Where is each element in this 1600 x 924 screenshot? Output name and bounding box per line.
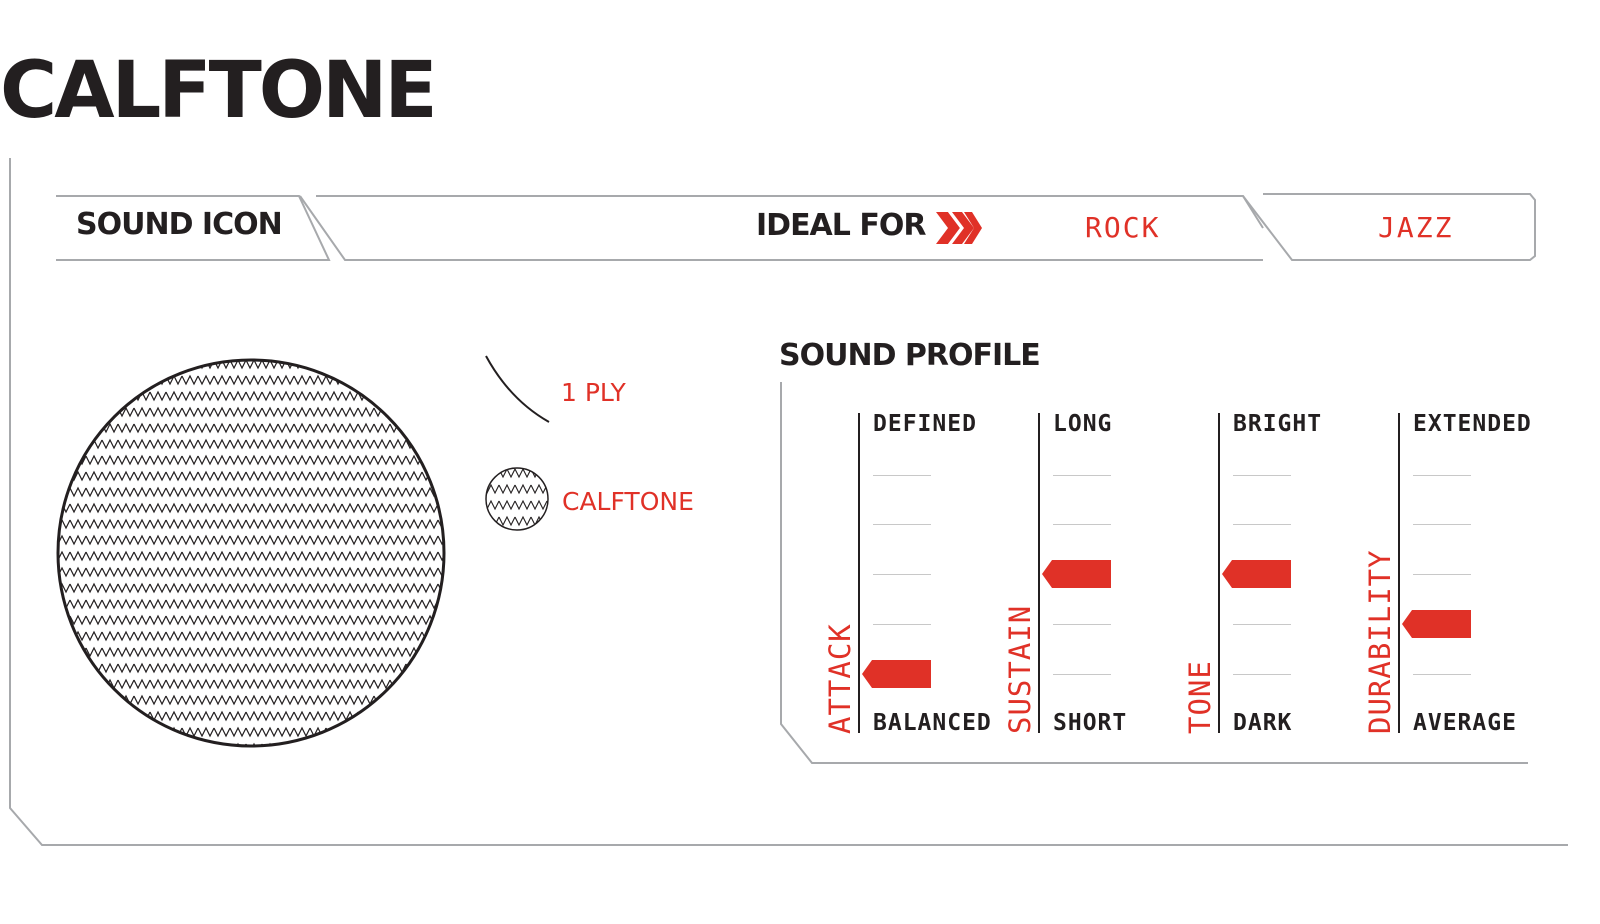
sustain-metric-label: SUSTAIN bbox=[1003, 604, 1037, 734]
durability-scale-tick bbox=[1413, 674, 1471, 675]
tone-axis-line bbox=[1218, 413, 1220, 733]
small-drumhead-icon bbox=[485, 467, 549, 531]
durability-level-indicator bbox=[1402, 610, 1471, 638]
durability-scale-tick bbox=[1413, 574, 1471, 575]
tone-scale-tick bbox=[1233, 674, 1291, 675]
sustain-scale-tick bbox=[1053, 674, 1111, 675]
durability-bottom-label: AVERAGE bbox=[1413, 710, 1517, 736]
attack-metric-label: ATTACK bbox=[823, 623, 857, 734]
sound-profile-heading: SOUND PROFILE bbox=[779, 338, 1041, 373]
attack-top-label: DEFINED bbox=[873, 411, 977, 437]
tone-scale-tick bbox=[1233, 524, 1291, 525]
attack-scale-tick bbox=[873, 624, 931, 625]
sustain-level-indicator bbox=[1042, 560, 1111, 588]
attack-bottom-label: BALANCED bbox=[873, 710, 992, 736]
sustain-scale-tick bbox=[1053, 624, 1111, 625]
tone-scale-tick bbox=[1233, 624, 1291, 625]
durability-axis-line bbox=[1398, 413, 1400, 733]
sustain-scale-tick bbox=[1053, 524, 1111, 525]
tone-metric-label: TONE bbox=[1183, 660, 1217, 734]
attack-scale-tick bbox=[873, 524, 931, 525]
ideal-for-label: IDEAL FOR bbox=[756, 208, 926, 243]
attack-scale-tick bbox=[873, 574, 931, 575]
sustain-top-label: LONG bbox=[1053, 411, 1113, 437]
drumhead-pattern-icon bbox=[56, 358, 446, 748]
genre-jazz: JAZZ bbox=[1378, 211, 1454, 244]
tone-scale-tick bbox=[1233, 475, 1291, 476]
durability-scale-tick bbox=[1413, 524, 1471, 525]
page-title: CALFTONE bbox=[0, 46, 438, 136]
tone-bottom-label: DARK bbox=[1233, 710, 1293, 736]
durability-metric-label: DURABILITY bbox=[1363, 549, 1397, 734]
tone-top-label: BRIGHT bbox=[1233, 411, 1323, 437]
sustain-axis-line bbox=[1038, 413, 1040, 733]
calftone-legend-label: CALFTONE bbox=[562, 487, 694, 516]
genre-rock: ROCK bbox=[1085, 211, 1161, 244]
tone-level-indicator bbox=[1222, 560, 1291, 588]
sound-icon-label: SOUND ICON bbox=[76, 207, 283, 242]
durability-top-label: EXTENDED bbox=[1413, 411, 1532, 437]
sustain-bottom-label: SHORT bbox=[1053, 710, 1128, 736]
sustain-scale-tick bbox=[1053, 475, 1111, 476]
durability-scale-tick bbox=[1413, 475, 1471, 476]
attack-scale-tick bbox=[873, 475, 931, 476]
ply-label: 1 PLY bbox=[561, 378, 626, 407]
attack-axis-line bbox=[858, 413, 860, 733]
attack-level-indicator bbox=[862, 660, 931, 688]
chevron-triple-right-icon bbox=[936, 212, 982, 244]
